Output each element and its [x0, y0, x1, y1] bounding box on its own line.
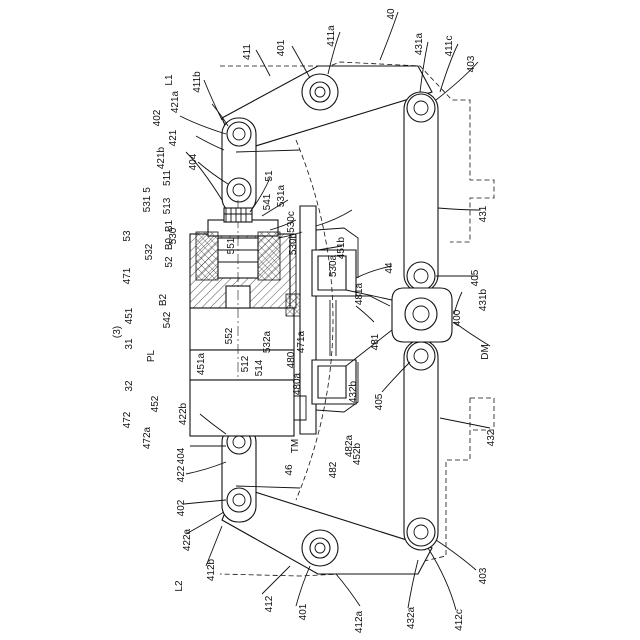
reference-label: 51 — [264, 170, 275, 182]
reference-label: 404 — [188, 153, 199, 170]
reference-label: 472 — [122, 411, 133, 428]
reference-label: 530a — [328, 254, 339, 277]
long-link-432 — [404, 340, 438, 550]
reference-label: 401 — [276, 39, 287, 56]
reference-label: 451a — [196, 352, 207, 375]
reference-label: 412 — [264, 595, 275, 612]
reference-label: 411c — [444, 36, 455, 57]
reference-label: 405 — [470, 269, 481, 286]
reference-label: 530c — [286, 211, 297, 233]
connection-arms — [346, 290, 392, 366]
reference-label: B2 — [158, 293, 169, 306]
reference-label: 401 — [298, 603, 309, 620]
reference-label: 480a — [292, 372, 303, 395]
reference-label: 422b — [178, 402, 189, 425]
reference-label: 532 — [144, 243, 155, 260]
reference-label: 551 — [226, 237, 237, 254]
reference-label: 481a — [354, 282, 365, 305]
reference-label: 432a — [406, 606, 417, 629]
reference-label: 422a — [182, 528, 193, 551]
reference-label: 432 — [486, 429, 497, 446]
reference-label: L2 — [174, 580, 185, 592]
reference-label: 421 — [168, 129, 179, 146]
reference-label: 472a — [142, 426, 153, 449]
reference-label: L1 — [164, 74, 175, 86]
reference-label: 5 — [142, 187, 153, 193]
reference-label: 421b — [156, 146, 167, 169]
reference-label: 400 — [452, 309, 463, 326]
reference-label: 431a — [414, 32, 425, 55]
reference-label: 452b — [352, 442, 363, 465]
reference-label: 532a — [262, 330, 273, 353]
reference-label: 531 — [142, 195, 153, 212]
reference-label: 530 — [168, 227, 179, 244]
reference-label: 511 — [162, 170, 173, 186]
reference-label: 432b — [348, 380, 359, 403]
reference-label: 52 — [164, 256, 175, 268]
reference-label: 411 — [242, 44, 253, 60]
reference-label: 531a — [276, 184, 287, 207]
reference-label: DM — [480, 344, 491, 360]
reference-label: 431b — [478, 288, 489, 311]
reference-label: 552 — [224, 327, 235, 344]
reference-label: 402 — [152, 109, 163, 126]
reference-label: 422 — [176, 465, 187, 482]
reference-label: 31 — [124, 338, 135, 350]
reference-label: 541 — [262, 193, 273, 210]
reference-label: 403 — [478, 567, 489, 584]
reference-label: (3) — [112, 326, 123, 338]
reference-label: 402 — [176, 499, 187, 516]
reference-label: 451 — [124, 307, 135, 324]
reference-label: 512 — [240, 355, 251, 372]
reference-label: 32 — [124, 380, 135, 392]
reference-label: 421a — [170, 90, 181, 113]
reference-label: 53 — [122, 230, 133, 242]
reference-label: 480 — [286, 351, 297, 368]
reference-label: 40 — [386, 8, 397, 20]
reference-label: 542 — [162, 311, 173, 328]
upper-link-421 — [222, 118, 256, 214]
reference-label: 412c — [454, 609, 465, 631]
reference-label: 514 — [254, 359, 265, 376]
reference-label: 411b — [192, 71, 203, 93]
reference-label: 431 — [478, 205, 489, 222]
reference-label: 452 — [150, 395, 161, 412]
reference-label: 46 — [284, 464, 295, 476]
reference-label: 471a — [296, 330, 307, 353]
reference-label: 403 — [466, 55, 477, 72]
center-rotor-400 — [392, 288, 452, 342]
reference-label: 513 — [162, 197, 173, 214]
gear-51 — [224, 208, 252, 222]
reference-label: 412b — [206, 558, 217, 581]
reference-label: 405 — [374, 393, 385, 410]
reference-label: TM — [290, 439, 301, 453]
long-link-431 — [404, 92, 438, 292]
reference-label: 471 — [122, 267, 133, 284]
reference-label: 44 — [384, 262, 395, 274]
reference-label: 412a — [354, 610, 365, 633]
reference-label: 482 — [328, 461, 339, 478]
reference-label: PL — [146, 349, 157, 362]
reference-label: 411a — [326, 25, 337, 47]
lower-link-422 — [222, 426, 256, 522]
reference-label: 481 — [370, 333, 381, 350]
reference-label: 404 — [176, 447, 187, 464]
reference-label: 530b — [288, 232, 299, 255]
